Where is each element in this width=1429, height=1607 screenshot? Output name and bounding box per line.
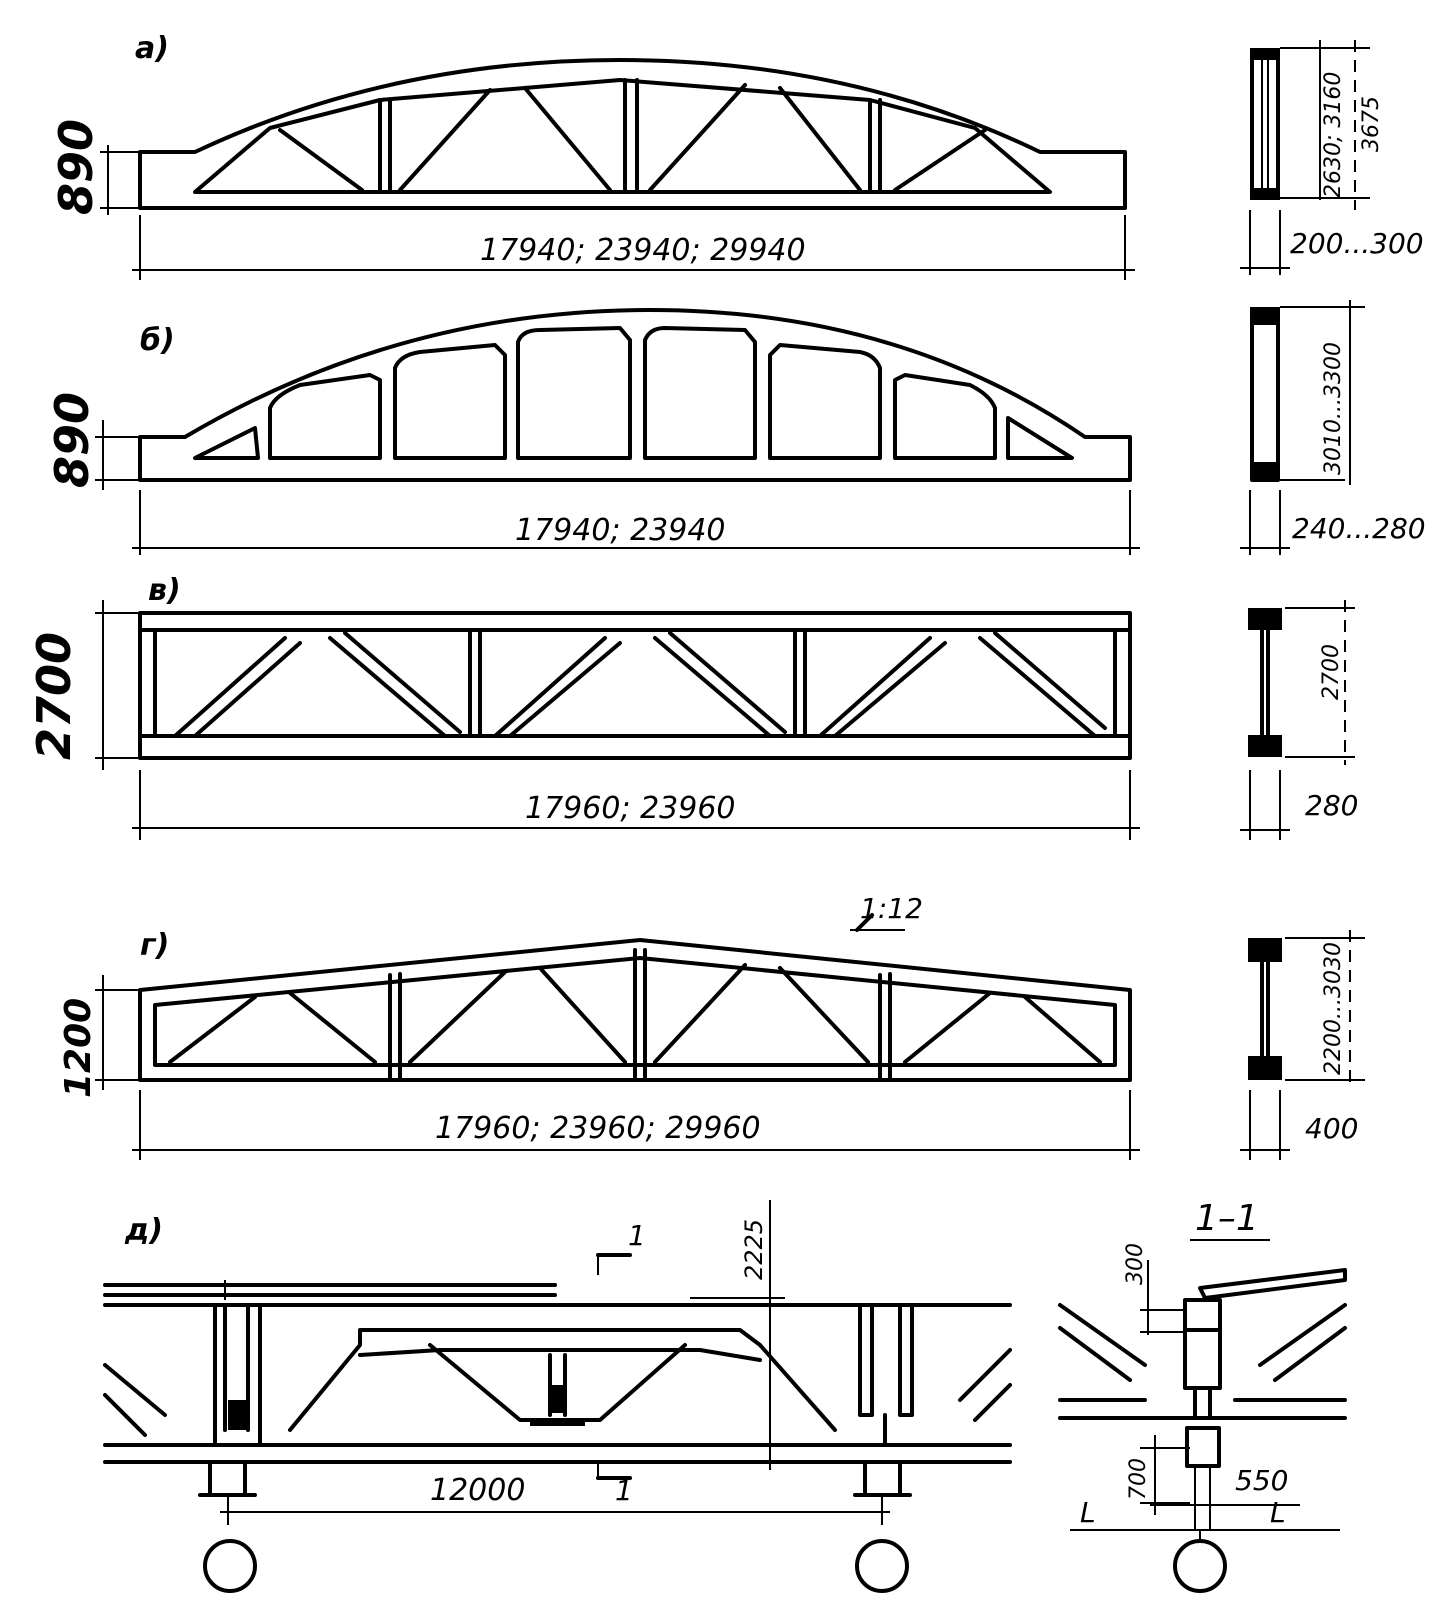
panel-a-section-height-main: 2630; 3160 xyxy=(1321,72,1346,198)
panel-b-section xyxy=(1250,307,1280,482)
panel-g-span: 17960; 23960; 29960 xyxy=(435,1111,761,1146)
panel-d-cut-mark-top: 1 xyxy=(628,1219,646,1252)
section-1-1-axis-left: L xyxy=(1080,1496,1096,1529)
panel-g-section-width: 400 xyxy=(1305,1112,1358,1145)
panel-d-label: д) xyxy=(124,1213,163,1248)
panel-b-section-width: 240...280 xyxy=(1292,512,1426,545)
section-1-1-dim-right: 550 xyxy=(1235,1464,1288,1497)
panel-g-section xyxy=(1248,938,1282,1080)
panel-d-cut-height: 2225 xyxy=(740,1219,768,1280)
panel-a-truss xyxy=(138,58,1127,210)
section-1-1-dim-bottom: 700 xyxy=(1126,1458,1151,1500)
panel-v-span: 17960; 23960 xyxy=(525,791,736,826)
section-1-1-axis-right: L xyxy=(1270,1496,1286,1529)
panel-v-section-height: 2700 xyxy=(1319,644,1344,700)
panel-g-truss xyxy=(138,938,1132,1082)
panel-d-span: 12000 xyxy=(430,1473,525,1508)
panel-a-span: 17940; 23940; 29940 xyxy=(480,233,806,268)
panel-b-height: 890 xyxy=(45,392,99,488)
panel-a-section-height-total: 3675 xyxy=(1359,96,1384,152)
panel-b-truss xyxy=(138,308,1132,482)
panel-g-section-height: 2200...3030 xyxy=(1321,942,1346,1075)
panel-a-section xyxy=(1250,48,1280,200)
panel-g-height: 1200 xyxy=(58,998,99,1098)
panel-b-label: б) xyxy=(140,323,175,358)
panel-b-section-height: 3010...3300 xyxy=(1321,342,1346,475)
panel-b-span: 17940; 23940 xyxy=(515,513,726,548)
panel-a-height: 890 xyxy=(49,119,103,215)
panel-v-section-width: 280 xyxy=(1305,789,1358,822)
section-1-1-structure xyxy=(1058,1268,1347,1530)
panel-g-slope: 1:12 xyxy=(860,892,923,925)
panel-a-section-width: 200...300 xyxy=(1290,227,1424,260)
panel-v-section xyxy=(1248,608,1282,757)
panel-v-label: в) xyxy=(148,573,181,608)
section-1-1-title: 1–1 xyxy=(1195,1198,1259,1239)
panel-d-cut-mark-bottom: 1 xyxy=(615,1474,633,1507)
panel-g-label: г) xyxy=(140,928,169,963)
panel-v-height: 2700 xyxy=(27,632,81,760)
panel-a-label: а) xyxy=(135,31,169,66)
panel-v-truss xyxy=(138,611,1132,760)
panel-d-structure xyxy=(103,1280,1012,1497)
section-1-1-dim-top: 300 xyxy=(1123,1243,1148,1285)
